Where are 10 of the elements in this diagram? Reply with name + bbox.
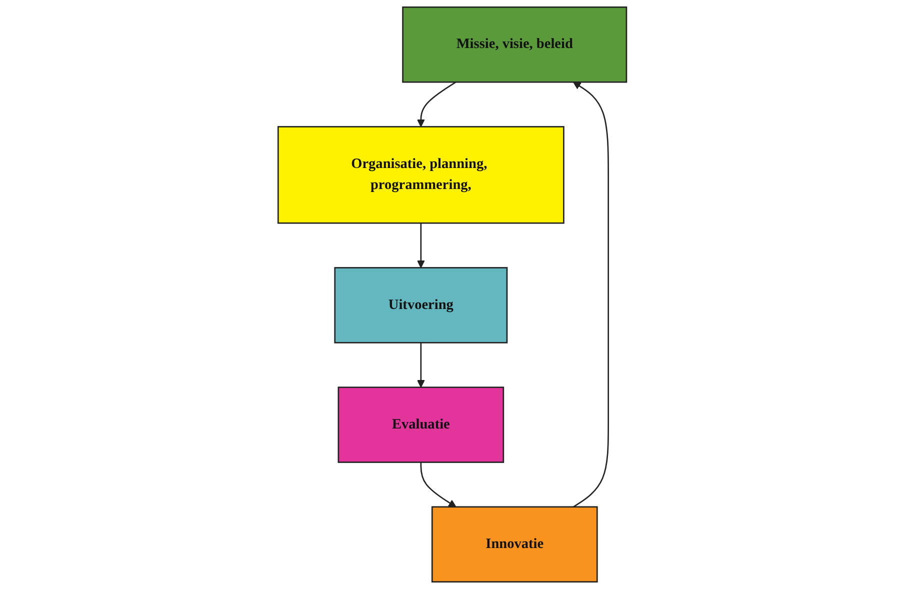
arrow	[573, 82, 610, 508]
node-box: Uitvoering	[334, 267, 508, 344]
node-box: Organisatie, planning, programmering,	[278, 126, 565, 224]
node-box: Evaluatie	[338, 386, 504, 463]
arrow	[417, 82, 456, 128]
arrow	[417, 223, 426, 268]
node-box: Innovatie	[432, 506, 598, 583]
arrow	[420, 462, 456, 508]
arrow	[417, 342, 426, 388]
node-box: Missie, visie, beleid	[402, 6, 628, 83]
